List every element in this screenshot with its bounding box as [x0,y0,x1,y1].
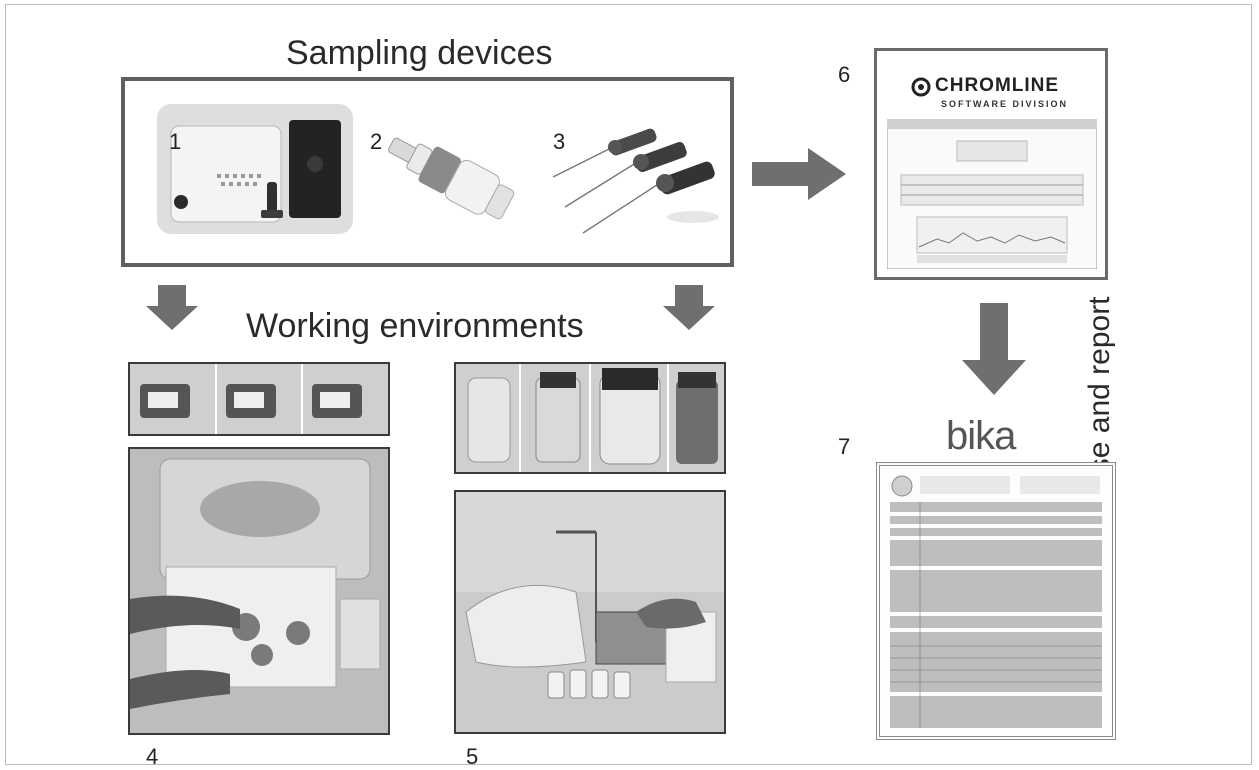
chromline-logo-icon [911,77,931,97]
env-5-image [456,492,724,732]
chromline-logo: CHROMLINE [911,75,1091,97]
label-3: 3 [553,129,566,154]
chromline-brand: CHROMLINE [935,75,1060,96]
chromline-screenshot [887,119,1097,269]
label-4: 4 [146,744,159,769]
working-environments-heading: Working environments [246,307,584,345]
env-4-photo [128,447,390,735]
label-1: 1 [169,129,182,154]
chromline-division: SOFTWARE DIVISION [941,99,1069,109]
env-5-strip [454,362,726,474]
env-4-image [130,449,388,733]
bika-report-image [890,475,1102,728]
device-1-photo [157,104,353,234]
sampling-devices-heading: Sampling devices [286,34,553,72]
env-4-strip-image [130,364,388,434]
arrow-down-report [962,303,1026,395]
device-3-spme-fibers-image [552,128,719,234]
arrow-down-right [663,285,715,330]
arrow-right [752,148,846,200]
arrow-down-left [146,285,198,330]
chromline-software-panel: CHROMLINE SOFTWARE DIVISION [874,48,1108,280]
bika-logo: bika [946,414,1016,458]
sampler-device-image [170,120,341,223]
env-4-strip [128,362,390,436]
label-2: 2 [370,129,383,154]
bika-report-document [876,462,1116,740]
device-2-syringe-filter-image [387,137,515,220]
env-5-strip-image [456,364,724,472]
label-6: 6 [838,62,851,87]
figure-frame [5,4,1252,765]
label-7: 7 [838,434,851,459]
env-5-photo [454,490,726,734]
label-5: 5 [466,744,479,769]
sampling-devices-box: 1 2 3 [121,77,734,267]
